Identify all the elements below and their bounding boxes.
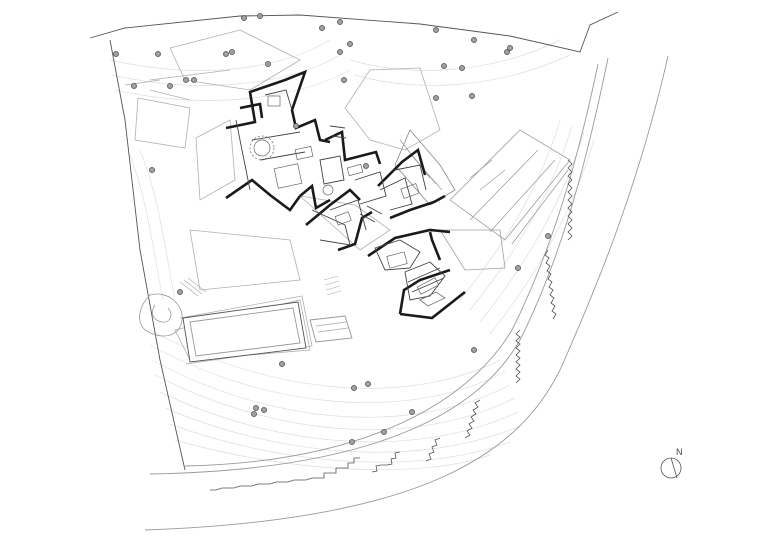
tree-icon [337,49,343,55]
tree-icon [363,163,369,169]
tree-icon [471,347,477,353]
tree-icon [229,49,235,55]
terrain-contours [109,39,595,471]
tree-icon [319,25,325,31]
interior-partitions [235,89,446,301]
tree-icon [337,19,343,25]
tree-icon [545,233,551,239]
tree-icon [365,381,371,387]
tree-icon [261,407,267,413]
tree-icon [347,41,353,47]
tree-icon [223,51,229,57]
tree-icon [149,167,155,173]
tree-icon [265,61,271,67]
outdoor-stairs [179,275,342,297]
tree-icon [131,83,137,89]
tree-icon [155,51,161,57]
tree-icon [441,63,447,69]
property-boundary [89,11,619,471]
rock-outcrop [139,293,183,337]
house-floorplan [225,69,466,320]
retaining-edge [210,159,573,491]
tree-icon [469,93,475,99]
north-arrow-icon [660,457,682,479]
tree-icon [471,37,477,43]
outdoor-terraces [124,29,441,365]
tree-icon [279,361,285,367]
furniture [249,95,446,307]
tree-icon [183,77,189,83]
tree-icon [409,409,415,415]
tree-icon [251,411,257,417]
tree-icon [381,429,387,435]
tree-icon [253,405,259,411]
tree-icon [507,45,513,51]
tree-icon [167,83,173,89]
tree-icon [349,439,355,445]
tree-icon [433,95,439,101]
tree-icon [433,27,439,33]
tree-icon [293,123,299,129]
tree-icon [177,289,183,295]
tree-icon [341,77,347,83]
swimming-pool [182,301,353,363]
north-label: N [676,447,683,457]
tree-icon [504,49,510,55]
tree-icon [351,385,357,391]
tree-icon [257,13,263,19]
tree-icon [515,265,521,271]
trees [113,13,551,445]
tree-icon [191,77,197,83]
tree-icon [113,51,119,57]
tree-icon [241,15,247,21]
carport-parking [394,129,571,271]
tree-icon [459,65,465,71]
access-road [144,55,669,531]
